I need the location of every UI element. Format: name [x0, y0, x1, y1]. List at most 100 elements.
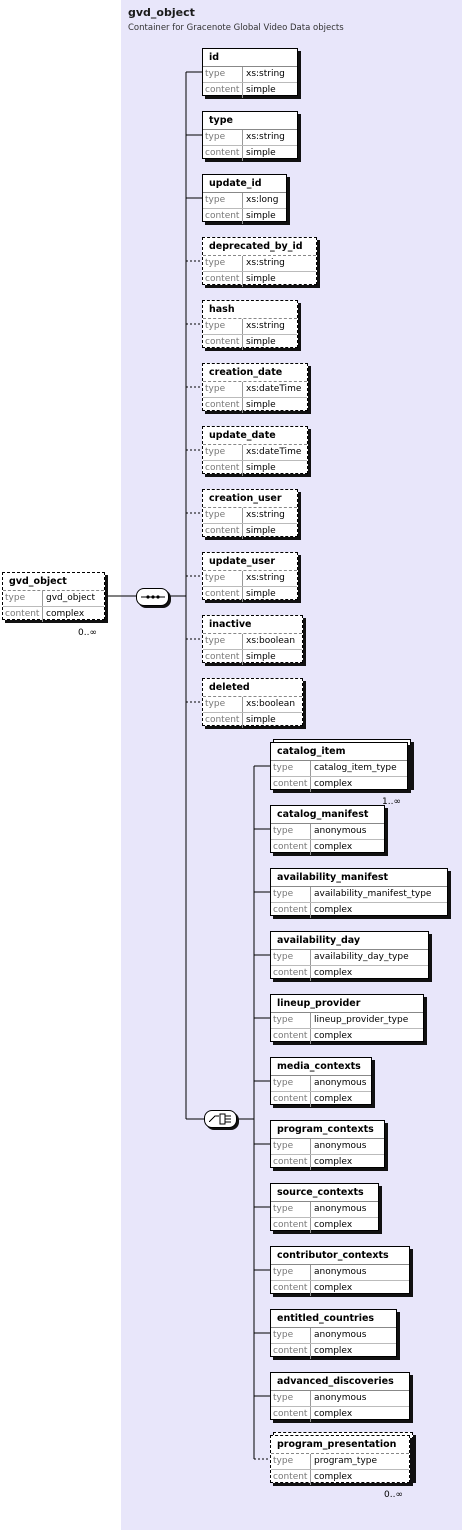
type-label: type — [203, 382, 243, 397]
content-label: content — [271, 1470, 311, 1485]
seq-inactive-name: inactive — [203, 616, 302, 634]
content-label: content — [203, 83, 243, 98]
type-value: xs:string — [246, 510, 285, 520]
type-label: type — [203, 319, 243, 334]
type-value: xs:string — [246, 321, 285, 331]
content-value: complex — [46, 609, 85, 619]
content-value: simple — [246, 211, 276, 221]
sequence-icon[interactable] — [136, 588, 169, 606]
type-label: type — [271, 1013, 311, 1028]
choice-availability-manifest-name: availability_manifest — [271, 869, 447, 887]
type-value: anonymous — [314, 1204, 367, 1214]
content-value: complex — [314, 1283, 353, 1293]
type-value: anonymous — [314, 826, 367, 836]
content-label: content — [271, 903, 311, 918]
seq-update-date-name: update_date — [203, 427, 307, 445]
type-value: availability_day_type — [314, 952, 409, 962]
content-value: complex — [314, 842, 353, 852]
cardinality-program-presentation: 0..∞ — [384, 1490, 403, 1500]
type-value: xs:boolean — [246, 699, 296, 709]
content-label: content — [203, 335, 243, 350]
content-value: simple — [246, 589, 276, 599]
content-value: simple — [246, 274, 276, 284]
header-description: Container for Gracenote Global Video Dat… — [128, 23, 344, 33]
type-value: xs:string — [246, 132, 285, 142]
root-cardinality: 0..∞ — [78, 628, 97, 638]
seq-update-id-name: update_id — [203, 175, 286, 193]
type-label: type — [271, 824, 311, 839]
content-label: content — [203, 146, 243, 161]
choice-entitled-countries-name: entitled_countries — [271, 1310, 396, 1328]
choice-catalog-item-name: catalog_item — [271, 743, 407, 761]
content-label: content — [271, 1407, 311, 1422]
root-gvd-object-name: gvd_object — [3, 573, 104, 591]
content-label: content — [271, 1344, 311, 1359]
type-value: anonymous — [314, 1393, 367, 1403]
type-value: xs:dateTime — [246, 384, 302, 394]
type-label: type — [271, 887, 311, 902]
type-value: anonymous — [314, 1267, 367, 1277]
content-value: simple — [246, 526, 276, 536]
content-label: content — [203, 713, 243, 728]
type-value: program_type — [314, 1456, 378, 1466]
seq-id-name: id — [203, 49, 297, 67]
content-value: complex — [314, 1094, 353, 1104]
content-label: content — [271, 840, 311, 855]
choice-availability-day-name: availability_day — [271, 932, 428, 950]
choice-media-contexts-name: media_contexts — [271, 1058, 371, 1076]
type-label: type — [271, 1328, 311, 1343]
choice-icon[interactable] — [204, 1110, 237, 1128]
content-value: complex — [314, 1220, 353, 1230]
content-value: simple — [246, 652, 276, 662]
content-value: complex — [314, 968, 353, 978]
type-value: xs:boolean — [246, 636, 296, 646]
content-value: simple — [246, 85, 276, 95]
content-label: content — [3, 607, 43, 622]
